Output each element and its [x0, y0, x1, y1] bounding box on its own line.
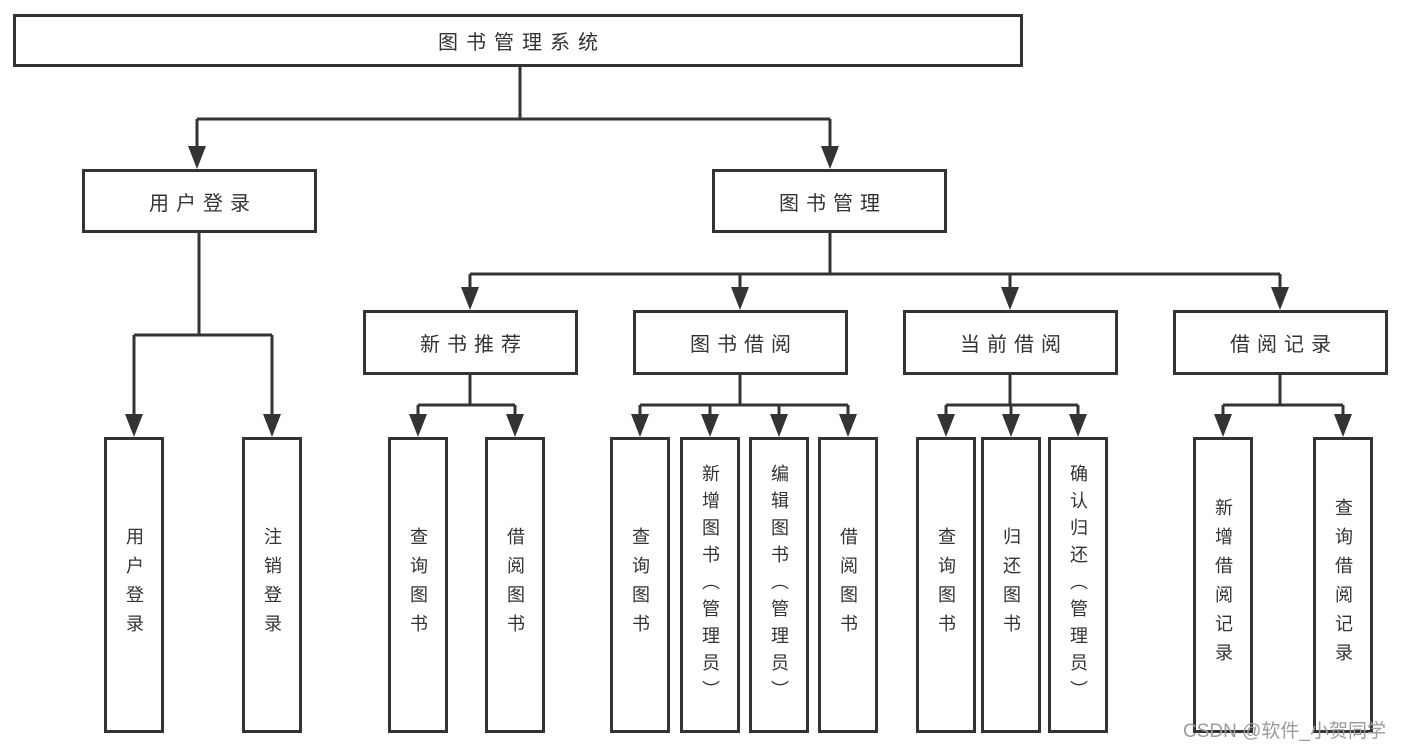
leaf-user-login: 用户登录 — [104, 437, 164, 733]
leaf-borrow-query-book: 查询图书 — [610, 437, 670, 733]
leaf-borrow-edit-book-admin-label: 编辑图书（管理员） — [769, 463, 789, 707]
node-new-book-recommend: 新书推荐 — [363, 310, 578, 375]
leaf-recommend-borrow-book-label: 借阅图书 — [505, 527, 525, 643]
leaf-borrow-add-book-admin: 新增图书（管理员） — [680, 437, 740, 733]
leaf-current-return-book: 归还图书 — [981, 437, 1041, 733]
node-user-login-label: 用户登录 — [149, 192, 257, 215]
node-new-book-recommend-label: 新书推荐 — [420, 334, 528, 356]
leaf-record-add: 新增借阅记录 — [1193, 437, 1253, 733]
node-book-borrow-label: 图书借阅 — [690, 334, 798, 356]
node-user-login: 用户登录 — [82, 169, 317, 233]
leaf-recommend-query-book: 查询图书 — [388, 437, 448, 733]
leaf-current-query-book-label: 查询图书 — [936, 527, 956, 643]
node-library-system-label: 图书管理系统 — [438, 32, 606, 54]
edges-new-book-recommend-to-leaves — [409, 375, 524, 437]
leaf-record-query-label: 查询借阅记录 — [1333, 498, 1353, 672]
node-borrow-record: 借阅记录 — [1173, 310, 1388, 375]
node-library-system: 图书管理系统 — [13, 14, 1023, 67]
leaf-borrow-query-book-label: 查询图书 — [630, 527, 650, 643]
leaf-logout: 注销登录 — [242, 437, 302, 733]
csdn-watermark: CSDN @软件_小贺同学 — [1183, 721, 1386, 742]
node-current-borrow-label: 当前借阅 — [960, 334, 1068, 356]
edges-book-borrow-to-leaves — [631, 375, 857, 437]
node-book-borrow: 图书借阅 — [633, 310, 848, 375]
edges-root-to-level2 — [188, 67, 839, 169]
node-borrow-record-label: 借阅记录 — [1230, 334, 1338, 356]
leaf-current-return-book-label: 归还图书 — [1001, 527, 1021, 643]
edges-current-borrow-to-leaves — [937, 375, 1087, 437]
leaf-current-confirm-return-admin-label: 确认归还（管理员） — [1068, 463, 1088, 707]
leaf-borrow-borrow-book: 借阅图书 — [818, 437, 878, 733]
node-book-management: 图书管理 — [712, 169, 947, 233]
leaf-user-login-label: 用户登录 — [124, 527, 144, 643]
node-current-borrow: 当前借阅 — [903, 310, 1118, 375]
edges-book-management-to-level3 — [461, 233, 1289, 310]
leaf-current-query-book: 查询图书 — [916, 437, 976, 733]
leaf-current-confirm-return-admin: 确认归还（管理员） — [1048, 437, 1108, 733]
leaf-recommend-query-book-label: 查询图书 — [408, 527, 428, 643]
leaf-borrow-borrow-book-label: 借阅图书 — [838, 527, 858, 643]
leaf-record-add-label: 新增借阅记录 — [1213, 498, 1233, 672]
leaf-record-query: 查询借阅记录 — [1313, 437, 1373, 733]
leaf-logout-label: 注销登录 — [262, 527, 282, 643]
edges-user-login-to-leaves — [125, 233, 281, 437]
leaf-recommend-borrow-book: 借阅图书 — [485, 437, 545, 733]
leaf-borrow-add-book-admin-label: 新增图书（管理员） — [700, 463, 720, 707]
node-book-management-label: 图书管理 — [779, 192, 887, 215]
leaf-borrow-edit-book-admin: 编辑图书（管理员） — [749, 437, 809, 733]
edges-borrow-record-to-leaves — [1214, 375, 1352, 437]
